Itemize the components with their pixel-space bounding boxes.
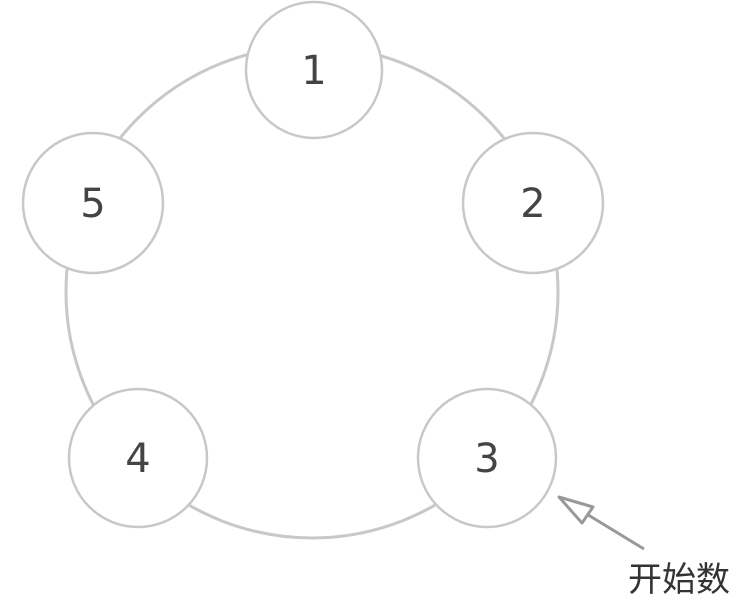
node-label: 3 xyxy=(474,436,499,482)
node-4: 4 xyxy=(67,387,209,529)
node-label: 1 xyxy=(301,48,326,94)
node-5: 5 xyxy=(21,131,165,275)
start-arrow-icon xyxy=(557,495,645,551)
start-label: 开始数 xyxy=(628,560,730,600)
node-label: 2 xyxy=(520,181,545,227)
node-3: 3 xyxy=(416,387,558,529)
node-label: 5 xyxy=(80,181,105,227)
node-label: 4 xyxy=(125,436,150,482)
node-1: 1 xyxy=(244,0,384,140)
node-2: 2 xyxy=(461,131,605,275)
